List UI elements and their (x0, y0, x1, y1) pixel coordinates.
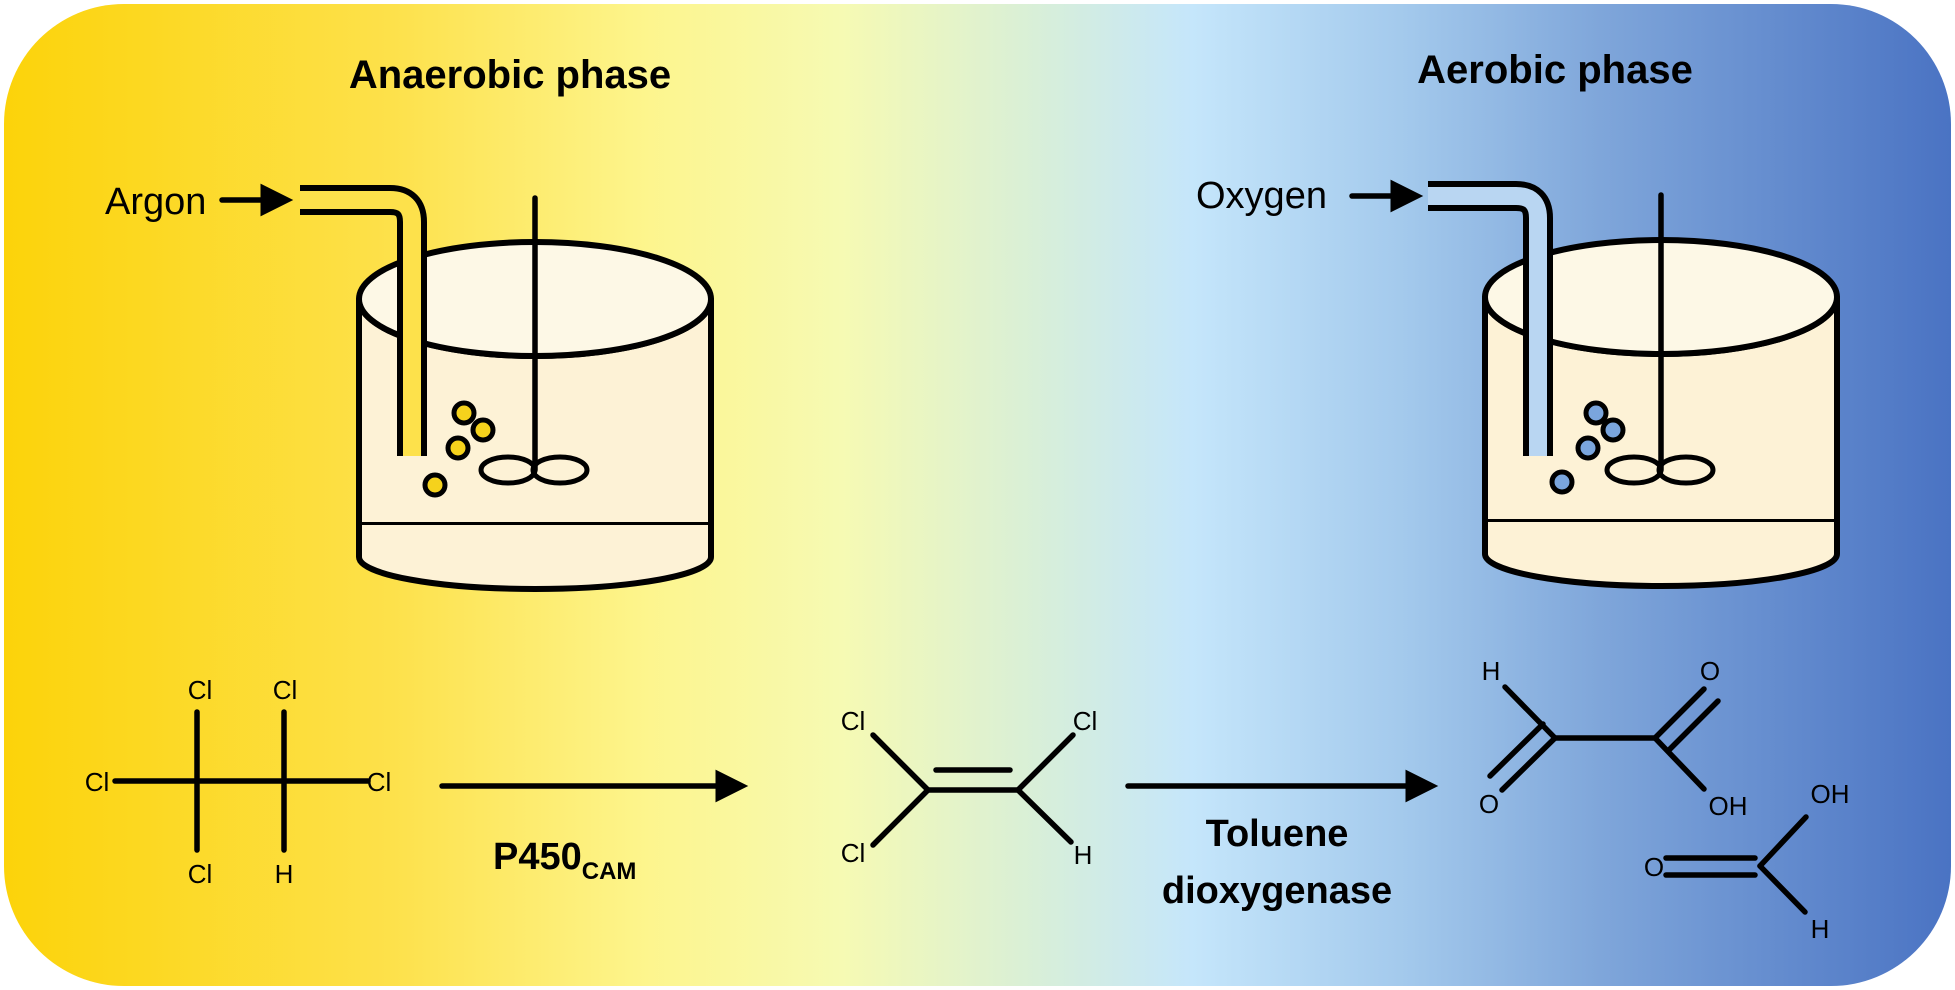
atom-label: Cl (85, 767, 110, 797)
bond (1757, 863, 1808, 915)
double-bond (1652, 686, 1707, 741)
atom-label: H (275, 859, 294, 889)
atom-label: Cl (188, 859, 213, 889)
aerobic-reactor: Oxygen (1196, 175, 1840, 589)
aerobic-impeller-right (1656, 454, 1716, 486)
aerobic-phase-title: Aerobic phase (1417, 48, 1693, 92)
toluene-label: Toluene (1206, 813, 1349, 855)
p450cam-label: P450CAM (493, 836, 636, 885)
atom-label: H (1482, 656, 1501, 686)
atom-label: OH (1709, 791, 1748, 821)
atom-label: H (1074, 840, 1093, 870)
p450-name: P450 (493, 836, 582, 878)
bond (1502, 684, 1558, 741)
oxygen-label: Oxygen (1196, 175, 1327, 217)
oxygen-bubble (1549, 469, 1575, 495)
tetrachloroethane-molecule: Cl Cl Cl Cl Cl H (85, 675, 392, 889)
bond (870, 787, 931, 848)
atom-label: O (1700, 656, 1720, 686)
aerobic-vessel-bottom (1482, 522, 1840, 589)
argon-label: Argon (105, 181, 206, 223)
atom-label: Cl (841, 838, 866, 868)
atom-label: OH (1811, 779, 1850, 809)
trichloroethylene-molecule: Cl Cl Cl H (841, 706, 1098, 870)
double-bond (1666, 698, 1721, 753)
bond (1015, 732, 1076, 793)
cam-subscript: CAM (582, 858, 637, 885)
formic-acid-molecule: OH O H (1644, 779, 1850, 944)
atom-label: Cl (188, 675, 213, 705)
argon-bubble (445, 435, 471, 461)
anaerobic-phase-title: Anaerobic phase (349, 53, 671, 97)
bond (1652, 735, 1707, 792)
atom-label: H (1811, 914, 1830, 944)
atom-label: O (1644, 852, 1664, 882)
argon-bubble (422, 472, 448, 498)
oxygen-bubble (1575, 435, 1601, 461)
oxygen-bubble (1583, 400, 1609, 426)
atom-label: Cl (1073, 706, 1098, 736)
anaerobic-vessel-bottom (356, 525, 714, 592)
anaerobic-reactor: Argon (105, 181, 714, 592)
argon-bubble (451, 400, 477, 426)
bond (1757, 814, 1809, 869)
atom-label: O (1479, 789, 1499, 819)
atom-label: Cl (367, 767, 392, 797)
atom-label: Cl (841, 706, 866, 736)
dioxygenase-label: dioxygenase (1162, 870, 1392, 912)
argon-bubble (470, 417, 496, 443)
bond (870, 732, 931, 793)
glyoxylic-acid-molecule: H O O OH (1479, 656, 1748, 821)
atom-label: Cl (273, 675, 298, 705)
double-bond (1499, 735, 1558, 793)
anaerobic-impeller-right (530, 454, 590, 486)
oxygen-bubble (1600, 417, 1626, 443)
bond (1015, 787, 1074, 845)
double-bond (1487, 721, 1546, 779)
